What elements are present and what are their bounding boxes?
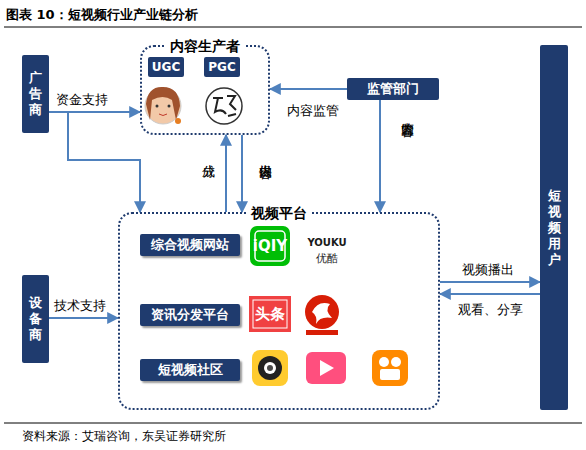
box-label: 短视频用户 [546,188,562,268]
source-caption: 资料来源：艾瑞咨询，东吴证券研究所 [22,428,226,445]
flow-arrow [379,100,381,212]
community-icon-2 [306,352,346,384]
actor-box: 监管部门 [347,78,439,100]
tag-box: PGC [204,57,240,77]
pgc-logo [206,88,242,124]
edge-label: 内容监管 [287,104,339,118]
box-label: 资讯分发平台 [151,307,229,323]
caption-rule [4,423,582,424]
actor-box: 广告商 [22,55,49,133]
group-heading: 内容生产者 [166,37,244,55]
community-icon-1 [252,350,288,386]
logo-text: YOUKU [307,237,346,248]
iqiyi-logo [250,226,290,266]
edge-label: 资金支持 [56,93,108,107]
edge-label: 视频播出 [462,263,514,277]
box-label: PGC [208,59,235,75]
category-box: 综合视频网站 [140,234,240,256]
box-label: UGC [152,59,180,75]
logo-text: 头条 [255,305,285,324]
box-label: 广告商 [28,70,43,118]
group-box: 内容生产者UGCPGC [140,45,270,135]
box-label: 设备商 [28,295,43,343]
title-rule [4,27,582,28]
actor-box: 设备商 [22,275,49,363]
logo-text: iQIY [253,237,287,255]
box-label: 短视频社区 [158,362,223,378]
flow-arrow [440,293,540,295]
category-box: 资讯分发平台 [140,304,240,326]
toutiao-logo [249,296,291,332]
edge-label: 内容监管 [400,113,414,171]
actor-box: 短视频用户 [540,45,568,410]
edge-label: 技术支持 [54,299,106,313]
edge-label: 分成 [201,155,215,185]
flow-arrow [440,281,540,283]
edge-label: 提供内容 [258,155,272,185]
group-heading: 视频平台 [247,204,311,222]
community-icon-3 [372,350,408,386]
box-label: 综合视频网站 [151,237,229,253]
logo-text: 优酷 [316,251,338,266]
phoenix-logo [305,295,339,335]
edge-label: 观看、分享 [458,303,523,317]
category-box: 短视频社区 [140,359,240,381]
box-label: 监管部门 [367,81,419,97]
tag-box: UGC [148,57,184,77]
flow-arrow [49,317,118,319]
figure-title: 图表 10：短视频行业产业链分析 [6,6,198,24]
flow-arrow [270,88,347,90]
flow-arrow [241,135,243,212]
ugc-avatar [145,87,181,124]
flow-arrow [225,135,227,212]
flow-arrow [49,112,140,212]
